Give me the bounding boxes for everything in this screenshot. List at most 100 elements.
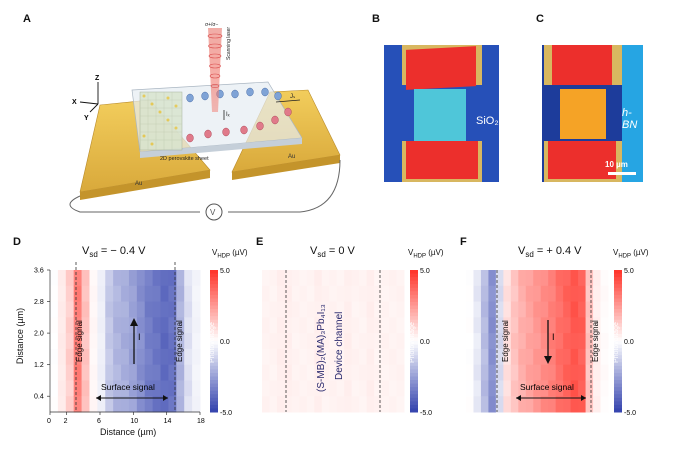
colorbar-step <box>410 362 418 367</box>
heatmap-cell <box>299 396 308 413</box>
heatmap-cell <box>128 364 138 381</box>
heatmap-cell <box>466 270 474 287</box>
coordinate-axes <box>79 82 99 113</box>
heatmap-cell <box>600 317 609 334</box>
heatmap-cell <box>329 301 338 318</box>
heatmap-cell <box>73 317 83 334</box>
heatmap-cell <box>351 285 360 303</box>
colorbar-step <box>410 323 418 328</box>
heatmap-cell <box>306 301 315 318</box>
colorbar-step <box>614 277 622 282</box>
colorbar-step <box>210 362 218 367</box>
heatmap-cell <box>381 301 390 318</box>
heatmap-cell <box>50 301 59 318</box>
colorbar-step <box>410 330 418 335</box>
heatmap-cell <box>366 285 375 303</box>
heatmap-cell <box>284 285 293 303</box>
heatmap-cell <box>480 317 489 334</box>
heatmap-cell <box>128 380 138 397</box>
heatmap-cell <box>81 270 90 287</box>
heatmap-cell <box>563 364 572 381</box>
heatmap-cell <box>168 364 177 381</box>
heatmap-cell <box>351 380 360 397</box>
heatmap-cell <box>152 285 162 303</box>
heatmap-cell <box>533 270 542 287</box>
heatmap-cell <box>65 396 75 413</box>
heatmap-cell <box>510 396 519 413</box>
colorbar-step <box>410 404 418 409</box>
heatmap-cell <box>136 396 146 413</box>
heatmap-cell <box>184 396 193 413</box>
colorbar-step <box>210 376 218 381</box>
heatmap-cell <box>473 285 482 303</box>
colorbar-step <box>210 301 218 306</box>
colorbar-step <box>210 372 218 377</box>
heatmap-cell <box>593 396 602 413</box>
heatmap-cell <box>160 348 169 366</box>
heatmap-cell <box>466 285 474 303</box>
heatmap-cell <box>480 364 489 381</box>
heatmap-cell <box>344 301 353 318</box>
colorbar-step <box>210 280 218 285</box>
heatmap-cell <box>113 364 122 381</box>
heatmap-cell <box>600 348 609 366</box>
heatmap-cell <box>97 348 106 366</box>
colorbar-step <box>614 291 622 296</box>
heatmap-cell <box>276 380 285 397</box>
heatmap-cell <box>336 380 345 397</box>
colorbar-step <box>410 401 418 406</box>
heatmap-cell <box>284 396 293 413</box>
colorbar-step <box>410 316 418 321</box>
heatmap-cell <box>152 380 162 397</box>
heatmap-cell <box>321 333 330 350</box>
colorbar-step <box>410 287 418 292</box>
heatmap-cell <box>176 380 185 397</box>
heatmap-cell <box>105 301 114 318</box>
panel-d-title: Vsd = − 0.4 V <box>82 245 146 260</box>
heatmap-cell <box>144 317 154 334</box>
heatmap-cell <box>105 364 114 381</box>
heatmap-cell <box>65 285 75 303</box>
heatmap-cell <box>144 348 154 366</box>
heatmap-cell <box>81 333 90 350</box>
heatmap-cell <box>503 285 512 303</box>
colorbar-step <box>410 309 418 314</box>
colorbar-step <box>210 287 218 292</box>
heatmap-cell <box>593 317 602 334</box>
heatmap-cell <box>518 348 527 366</box>
colorbar-step <box>210 298 218 303</box>
heatmap-cell <box>276 333 285 350</box>
heatmap-cell <box>585 333 594 350</box>
panel-e-colorbar-title: VHDP (µV) <box>408 248 444 260</box>
heatmap-cell <box>495 333 504 350</box>
heatmap-cell <box>518 333 527 350</box>
colorbar-step <box>410 383 418 388</box>
heatmap-cell <box>389 396 398 413</box>
heatmap-cell <box>176 348 185 366</box>
heatmap-cell <box>128 285 138 303</box>
heatmap-cell <box>555 285 564 303</box>
heatmap-cell <box>555 396 564 413</box>
heatmap-cell <box>97 380 106 397</box>
heatmap-cell <box>57 364 67 381</box>
colorbar-step <box>410 351 418 356</box>
colorbar-tick: -5.0 <box>624 410 636 417</box>
heatmap-cell <box>121 301 130 318</box>
x-tick-label: 6 <box>97 418 101 425</box>
colorbar-step <box>410 280 418 285</box>
heatmap-cell <box>374 301 383 318</box>
colorbar-step <box>410 387 418 392</box>
heatmap-cell <box>480 285 489 303</box>
heatmap-cell <box>269 317 278 334</box>
heatmap-cell <box>570 301 579 318</box>
panel-label-a: A <box>23 13 31 25</box>
heatmap-cell <box>525 380 534 397</box>
heatmap-cell <box>570 364 579 381</box>
heatmap-cell <box>593 364 602 381</box>
colorbar-step <box>210 337 218 342</box>
heatmap-cell <box>65 333 75 350</box>
heatmap-cell <box>570 285 579 303</box>
heatmap-cell <box>306 380 315 397</box>
